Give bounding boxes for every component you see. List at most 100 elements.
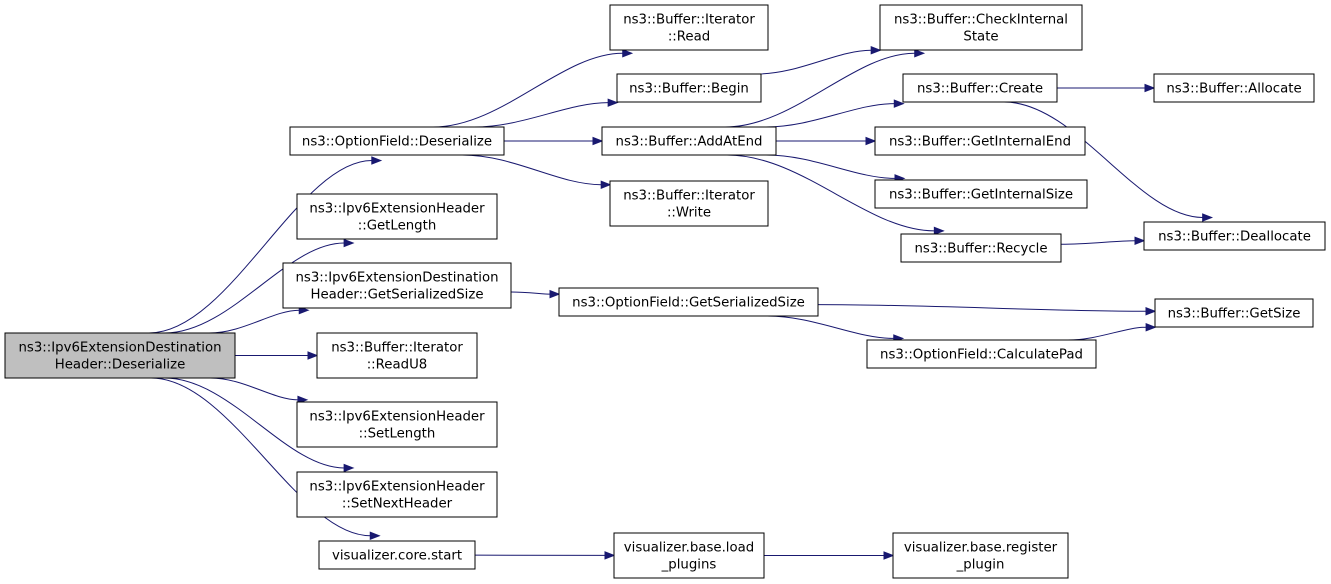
node-label: ::SetLength	[359, 427, 436, 442]
node-label: ns3::Ipv6ExtensionHeader	[309, 202, 485, 217]
node-of-deser[interactable]: ns3::OptionField::Deserialize	[289, 126, 505, 156]
node-label: Header::GetSerializedSize	[310, 288, 483, 303]
node-box	[609, 180, 769, 227]
node-box	[874, 126, 1086, 156]
node-label: ns3::Ipv6ExtensionHeader	[309, 410, 485, 425]
node-box	[874, 179, 1088, 209]
node-buf-getintend[interactable]: ns3::Buffer::GetInternalEnd	[874, 126, 1086, 156]
node-box	[1143, 221, 1326, 251]
node-box	[296, 471, 498, 518]
node-label: _plugin	[956, 558, 1005, 573]
node-ext-setnext[interactable]: ns3::Ipv6ExtensionHeader::SetNextHeader	[296, 471, 498, 518]
node-label: ns3::OptionField::CalculatePad	[880, 348, 1083, 363]
node-buf-addatend[interactable]: ns3::Buffer::AddAtEnd	[601, 126, 777, 156]
node-label: ns3::Buffer::Deallocate	[1158, 230, 1311, 245]
node-it-read[interactable]: ns3::Buffer::Iterator::Read	[609, 4, 769, 51]
node-buf-getintsize[interactable]: ns3::Buffer::GetInternalSize	[874, 179, 1088, 209]
node-label: ::Write	[667, 206, 711, 221]
node-label: ns3::Buffer::Iterator	[623, 189, 755, 204]
node-buf-create[interactable]: ns3::Buffer::Create	[902, 73, 1058, 103]
node-buf-getsize[interactable]: ns3::Buffer::GetSize	[1154, 298, 1314, 328]
node-buf-recycle[interactable]: ns3::Buffer::Recycle	[900, 233, 1062, 263]
node-label: ns3::OptionField::Deserialize	[302, 135, 492, 150]
node-label: ns3::Ipv6ExtensionHeader	[309, 480, 485, 495]
node-of-calcpad[interactable]: ns3::OptionField::CalculatePad	[866, 339, 1097, 369]
edge-root-to-vis_start	[151, 377, 381, 540]
node-label: _plugins	[661, 558, 717, 573]
node-ext-getlen[interactable]: ns3::Ipv6ExtensionHeader::GetLength	[296, 193, 498, 240]
node-label: Header::Deserialize	[55, 358, 186, 373]
node-box	[1154, 298, 1314, 328]
edges-layer	[149, 46, 1214, 560]
node-label: ns3::Buffer::Begin	[629, 82, 749, 97]
node-label: ns3::Buffer::CheckInternal	[894, 13, 1068, 28]
node-root[interactable]: ns3::Ipv6ExtensionDestinationHeader::Des…	[4, 332, 236, 379]
edge-of_calcpad-to-buf_getsize	[1067, 323, 1157, 341]
node-label: ::SetNextHeader	[342, 497, 453, 512]
node-it-readu8[interactable]: ns3::Buffer::Iterator::ReadU8	[316, 332, 478, 379]
node-buf-begin[interactable]: ns3::Buffer::Begin	[616, 73, 762, 103]
node-label: ns3::Buffer::Recycle	[914, 242, 1047, 257]
node-box	[616, 73, 762, 103]
node-box	[1153, 73, 1315, 103]
node-box	[601, 126, 777, 156]
node-label: ns3::Buffer::AddAtEnd	[616, 135, 763, 150]
node-of-getser[interactable]: ns3::OptionField::GetSerializedSize	[558, 287, 819, 317]
edge-root-to-dest_getser	[209, 305, 310, 334]
node-label: State	[963, 30, 998, 45]
node-label: visualizer.base.register	[904, 541, 1058, 556]
edge-buf_addatend-to-buf_create	[765, 99, 905, 128]
node-label: visualizer.core.start	[332, 549, 462, 564]
node-it-write[interactable]: ns3::Buffer::Iterator::Write	[609, 180, 769, 227]
node-box	[4, 332, 236, 379]
node-label: ::GetLength	[358, 219, 437, 234]
node-box	[289, 126, 505, 156]
nodes-layer: ns3::Ipv6ExtensionDestinationHeader::Des…	[4, 4, 1326, 579]
node-box	[866, 339, 1097, 369]
node-buf-allocate[interactable]: ns3::Buffer::Allocate	[1153, 73, 1315, 103]
edge-buf_addatend-to-buf_recycle	[727, 154, 945, 236]
node-buf-dealloc[interactable]: ns3::Buffer::Deallocate	[1143, 221, 1326, 251]
edge-vis_start-to-vis_load	[474, 551, 616, 560]
node-vis-register[interactable]: visualizer.base.register _plugin	[892, 532, 1069, 579]
node-box	[879, 4, 1083, 51]
node-box	[296, 401, 498, 448]
edge-dest_getser-to-of_getser	[510, 289, 561, 299]
edge-buf_begin-to-buf_checkint	[756, 46, 882, 75]
node-label: visualizer.base.load	[624, 541, 754, 556]
edge-of_getser-to-of_calcpad	[767, 315, 905, 343]
node-label: ns3::Buffer::GetInternalSize	[889, 188, 1073, 203]
node-label: ns3::Buffer::GetInternalEnd	[889, 135, 1071, 150]
edge-root-to-it_readu8	[235, 351, 319, 360]
node-box	[282, 262, 512, 309]
node-vis-load[interactable]: visualizer.base.load _plugins	[613, 532, 765, 579]
edge-buf_create-to-buf_dealloc	[1004, 101, 1214, 222]
edge-buf_addatend-to-buf_checkint	[725, 49, 926, 128]
node-label: ns3::Buffer::Create	[917, 82, 1043, 97]
edge-of_getser-to-buf_getsize	[817, 304, 1157, 316]
node-box	[558, 287, 819, 317]
node-label: ::Read	[668, 30, 710, 45]
edge-buf_recycle-to-buf_dealloc	[1060, 236, 1146, 245]
edge-of_deser-to-it_read	[433, 49, 634, 128]
node-box	[318, 540, 476, 570]
node-box	[316, 332, 478, 379]
node-label: ::ReadU8	[367, 358, 428, 373]
node-vis-start[interactable]: visualizer.core.start	[318, 540, 476, 570]
node-dest-getser[interactable]: ns3::Ipv6ExtensionDestinationHeader::Get…	[282, 262, 512, 309]
node-box	[296, 193, 498, 240]
node-label: ns3::Buffer::Iterator	[623, 13, 755, 28]
edge-root-to-of_deser	[149, 156, 383, 334]
node-ext-setlen[interactable]: ns3::Ipv6ExtensionHeader::SetLength	[296, 401, 498, 448]
node-label: ns3::Buffer::Iterator	[331, 341, 463, 356]
node-label: ns3::Buffer::Allocate	[1166, 82, 1301, 97]
node-box	[613, 532, 765, 579]
edge-buf_create-to-buf_allocate	[1057, 83, 1156, 93]
edge-of_deser-to-buf_begin	[474, 98, 619, 128]
edge-of_deser-to-buf_addatend	[503, 136, 604, 146]
edge-root-to-ext_setnext	[164, 377, 355, 473]
node-box	[609, 4, 769, 51]
edge-buf_addatend-to-buf_getintend	[775, 136, 877, 146]
node-label: ns3::OptionField::GetSerializedSize	[572, 296, 805, 311]
